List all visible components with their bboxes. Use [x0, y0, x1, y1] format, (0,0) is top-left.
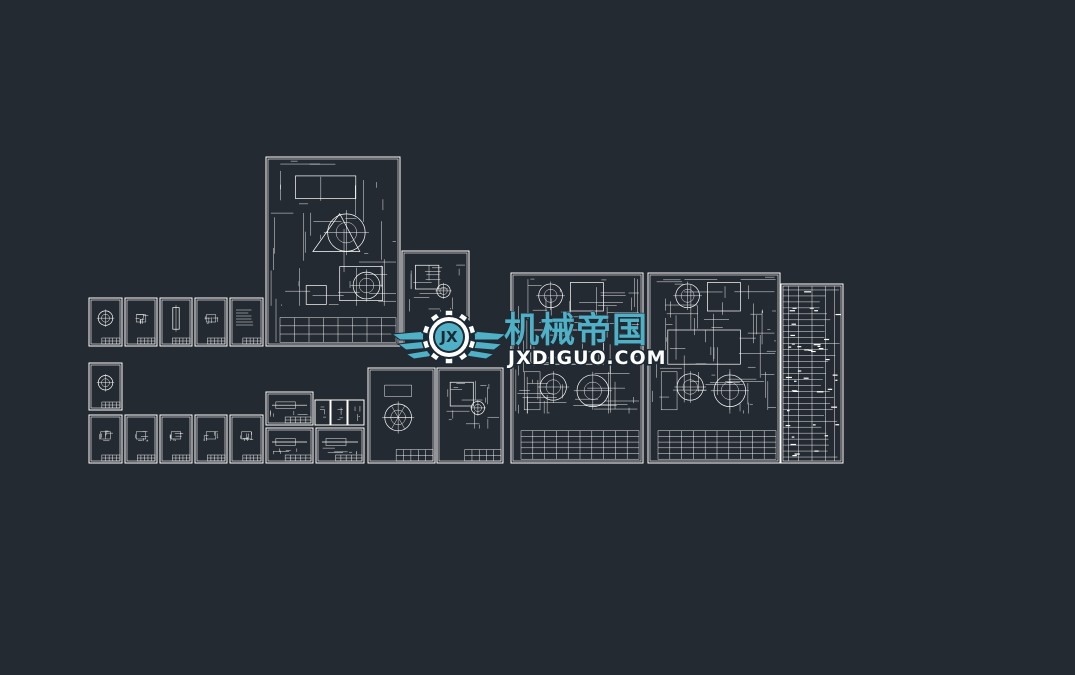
drawing-sheet[interactable]: [780, 283, 844, 464]
drawing-sheet[interactable]: [265, 156, 401, 347]
gear-icon: JX: [421, 309, 477, 365]
watermark-title-cn: 机械帝国: [504, 311, 648, 351]
watermark-logo: JX 机械帝国 JXDIGUO.COM: [390, 309, 667, 371]
watermark-badge-text: JX: [439, 328, 458, 346]
drawing-sheets-layer: [88, 156, 844, 464]
watermark-title-en: JXDIGUO.COM: [506, 347, 667, 369]
drawing-sheet[interactable]: [347, 399, 365, 426]
drawing-sheet[interactable]: [159, 297, 193, 347]
drawing-sheet[interactable]: [647, 272, 781, 464]
drawing-sheet[interactable]: [315, 427, 365, 464]
drawing-sheet[interactable]: [88, 362, 123, 411]
drawing-sheet[interactable]: [124, 297, 158, 347]
drawing-sheet[interactable]: [229, 414, 264, 464]
drawing-sheet[interactable]: [194, 414, 228, 464]
drawing-sheet[interactable]: [194, 297, 228, 347]
drawing-sheet[interactable]: [436, 367, 504, 464]
drawing-sheet[interactable]: [330, 399, 348, 426]
drawing-sheet[interactable]: [510, 272, 644, 464]
drawing-sheet[interactable]: [124, 414, 158, 464]
drawing-sheet[interactable]: [88, 414, 123, 464]
drawing-sheet[interactable]: [367, 367, 436, 464]
drawing-sheet[interactable]: [265, 427, 314, 464]
drawing-sheet[interactable]: [229, 297, 264, 347]
drawing-sheet[interactable]: [159, 414, 193, 464]
drawing-sheet[interactable]: [314, 399, 331, 426]
drawing-sheet[interactable]: [88, 297, 123, 347]
drawing-sheet[interactable]: [265, 391, 314, 426]
